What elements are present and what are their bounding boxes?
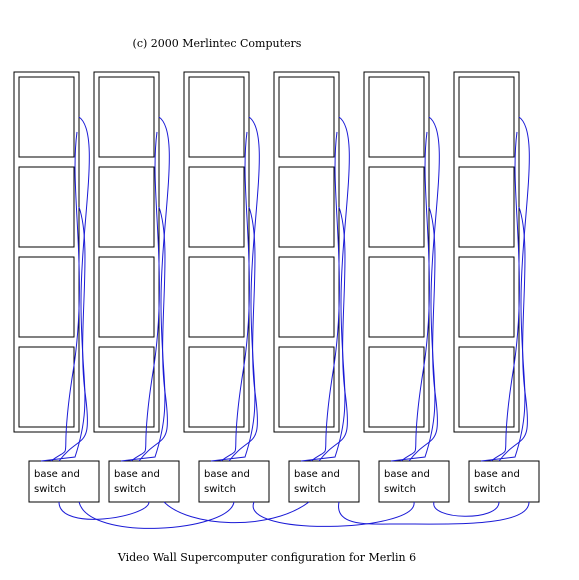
display-panel xyxy=(368,346,425,428)
cable xyxy=(228,206,258,462)
connection-wires xyxy=(40,116,530,529)
interconnect-cable xyxy=(398,501,530,525)
display-panel xyxy=(458,346,515,428)
tower-column xyxy=(453,71,520,433)
tower-frame xyxy=(453,71,520,433)
base-label-line2: switch xyxy=(294,484,326,495)
base-label-line2: switch xyxy=(34,484,66,495)
base-label-line2: switch xyxy=(114,484,146,495)
base-switch-box: base and switch xyxy=(108,460,180,503)
base-label-line1: base and xyxy=(34,469,80,480)
display-panel xyxy=(98,76,155,158)
interconnect-cable xyxy=(163,501,310,524)
base-switch-rect xyxy=(288,460,360,503)
base-switch-rect xyxy=(108,460,180,503)
tower-column xyxy=(93,71,160,433)
tower-frame xyxy=(363,71,430,433)
cable xyxy=(220,131,250,462)
display-panel xyxy=(278,256,335,338)
display-panel xyxy=(98,166,155,248)
base-switch-boxes: base and switch base and switch base and swit… xyxy=(28,460,540,503)
cable xyxy=(300,116,350,462)
interconnect-cable xyxy=(78,501,235,529)
tower-column xyxy=(363,71,430,433)
display-panel xyxy=(18,256,75,338)
cable xyxy=(58,206,88,462)
base-switch-rect xyxy=(198,460,270,503)
tower-frame xyxy=(273,71,340,433)
cable xyxy=(400,131,430,462)
cable xyxy=(498,206,528,462)
interconnect-cable xyxy=(252,501,415,527)
tower-frame xyxy=(13,71,80,433)
base-label-line2: switch xyxy=(384,484,416,495)
display-panel xyxy=(188,346,245,428)
base-label-line2: switch xyxy=(204,484,236,495)
interconnect-cable xyxy=(338,501,400,525)
display-panel xyxy=(278,76,335,158)
display-panel xyxy=(18,76,75,158)
tower-frame xyxy=(183,71,250,433)
cable xyxy=(408,206,438,462)
display-panel xyxy=(458,166,515,248)
base-label-line1: base and xyxy=(114,469,160,480)
caption-text: Video Wall Supercomputer configuration f… xyxy=(117,551,416,564)
display-panel xyxy=(18,166,75,248)
base-switch-box: base and switch xyxy=(378,460,450,503)
display-panel xyxy=(368,166,425,248)
cable xyxy=(40,116,90,462)
base-switch-box: base and switch xyxy=(198,460,270,503)
base-switch-box: base and switch xyxy=(28,460,100,503)
cable xyxy=(138,206,168,462)
display-panel xyxy=(98,256,155,338)
tower-frame xyxy=(93,71,160,433)
display-panel xyxy=(368,76,425,158)
base-switch-box: base and switch xyxy=(468,460,540,503)
cable xyxy=(120,116,170,462)
base-switch-rect xyxy=(378,460,450,503)
base-label-line1: base and xyxy=(474,469,520,480)
base-switch-rect xyxy=(28,460,100,503)
cable xyxy=(210,116,260,462)
tower-column xyxy=(183,71,250,433)
display-panel xyxy=(188,166,245,248)
cable xyxy=(318,206,348,462)
tower-columns xyxy=(13,71,520,433)
display-panel xyxy=(278,166,335,248)
display-panel xyxy=(368,256,425,338)
base-label-line1: base and xyxy=(384,469,430,480)
base-switch-box: base and switch xyxy=(288,460,360,503)
cable xyxy=(480,116,530,462)
cable xyxy=(390,116,440,462)
display-panel xyxy=(188,256,245,338)
base-label-line1: base and xyxy=(204,469,250,480)
cable xyxy=(490,131,520,462)
tower-column xyxy=(273,71,340,433)
cable xyxy=(130,131,160,462)
cable xyxy=(50,131,80,462)
tower-column xyxy=(13,71,80,433)
display-panel xyxy=(458,256,515,338)
base-label-line1: base and xyxy=(294,469,340,480)
interconnect-cable xyxy=(58,501,150,520)
copyright-text: (c) 2000 Merlintec Computers xyxy=(133,37,302,50)
display-panel xyxy=(188,76,245,158)
base-switch-rect xyxy=(468,460,540,503)
display-panel xyxy=(18,346,75,428)
base-label-line2: switch xyxy=(474,484,506,495)
cable xyxy=(310,131,340,462)
display-panel xyxy=(278,346,335,428)
display-panel xyxy=(458,76,515,158)
display-panel xyxy=(98,346,155,428)
interconnect-cable xyxy=(433,501,500,517)
